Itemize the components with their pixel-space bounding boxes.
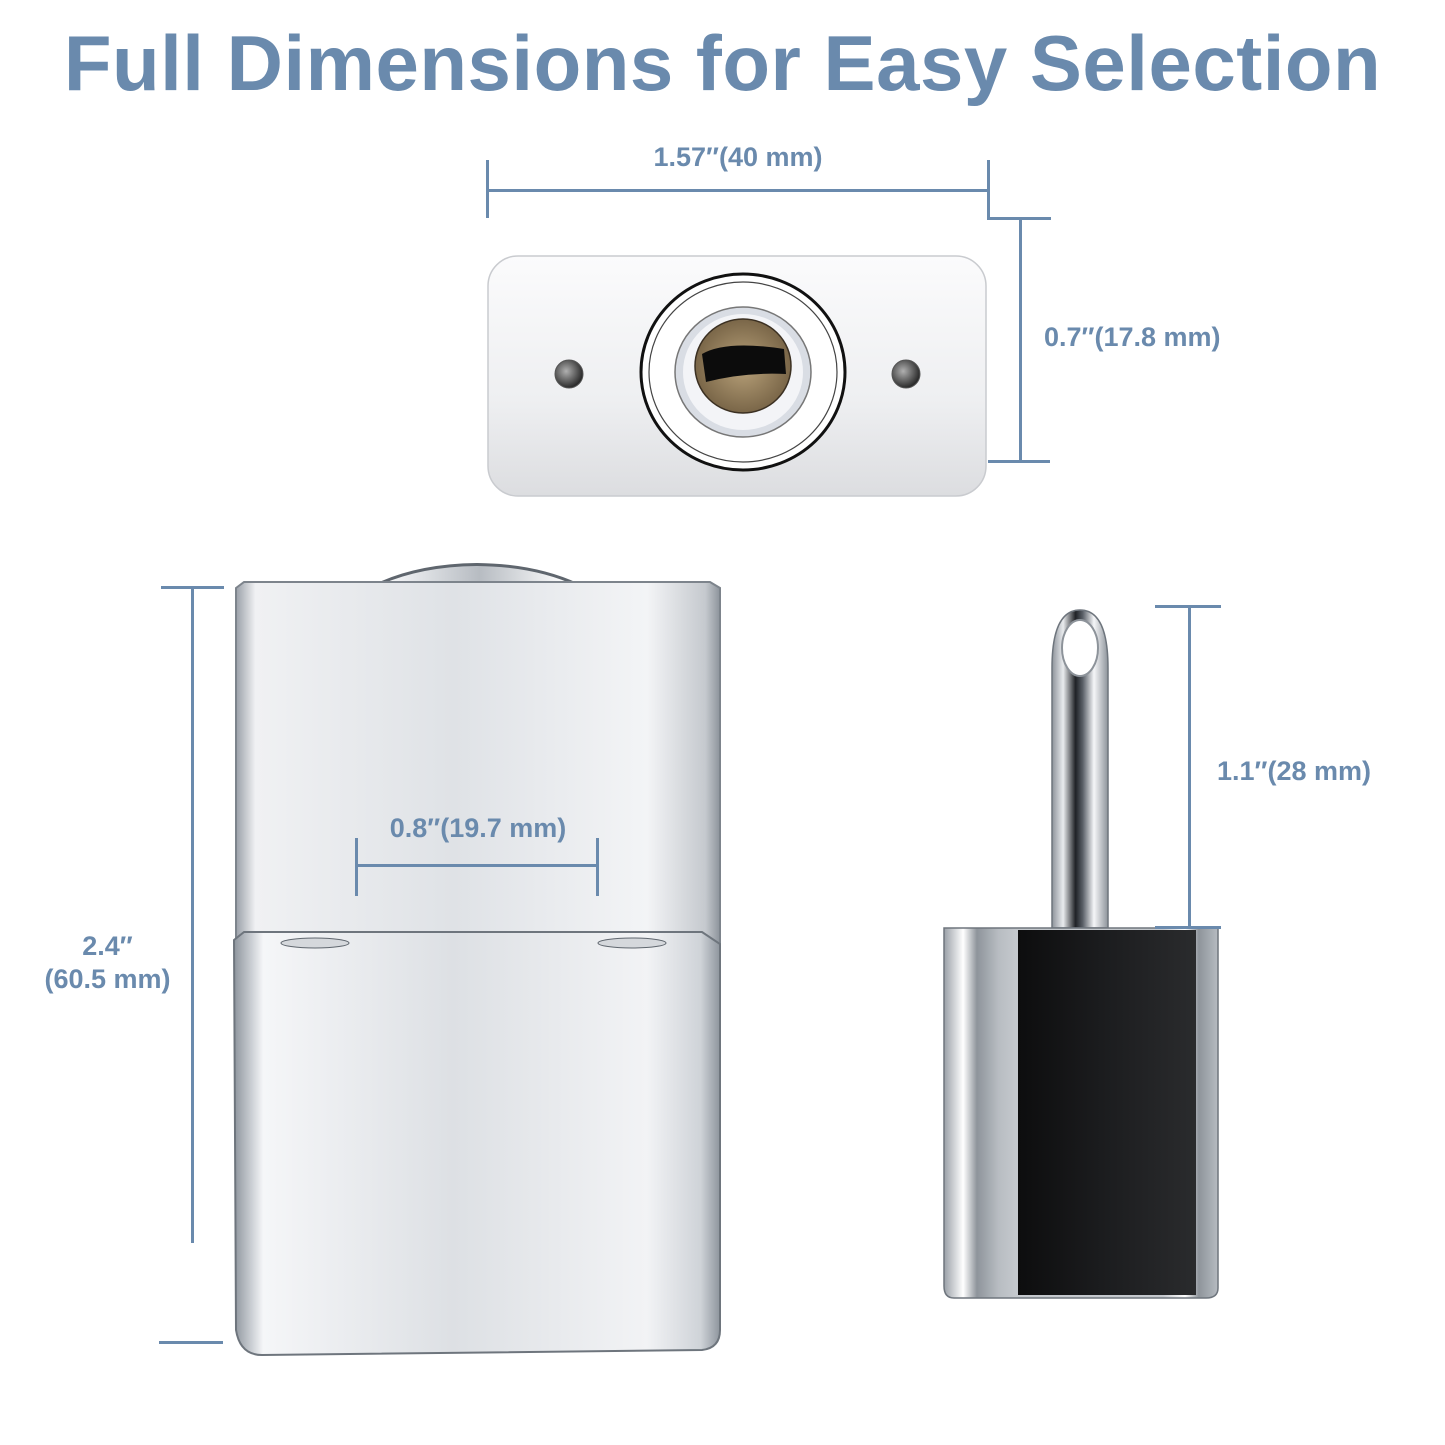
- dimension-tick: [987, 217, 1051, 220]
- dimension-tick: [988, 460, 1050, 463]
- padlock-side-illustration: [943, 609, 1219, 1299]
- page-title: Full Dimensions for Easy Selection: [63, 19, 1382, 107]
- front-height-dimension-inches: 2.4″: [82, 931, 133, 961]
- top-width-dimension-line: [486, 189, 989, 192]
- shackle-width-dimension-label: 0.8″(19.7 mm): [389, 813, 567, 843]
- dimension-tick: [1155, 926, 1221, 929]
- padlock-body-illustration: [232, 931, 721, 1357]
- keyhole-plate-illustration: [487, 255, 987, 497]
- top-depth-dimension-line: [1019, 219, 1022, 462]
- top-depth-dimension-label: 0.7″(17.8 mm): [1044, 322, 1221, 352]
- dimension-tick: [355, 838, 358, 896]
- top-width-dimension-label: 1.57″(40 mm): [653, 142, 823, 172]
- shackle-width-dimension-line: [355, 864, 598, 867]
- dimension-tick: [596, 838, 599, 896]
- dimension-tick: [159, 1341, 223, 1344]
- front-height-dimension-line: [191, 586, 194, 1243]
- side-shackle-dimension-label: 1.1″(28 mm): [1217, 756, 1371, 786]
- dimension-tick: [987, 160, 990, 220]
- front-height-dimension-mm: (60.5 mm): [44, 964, 171, 994]
- side-shackle-dimension-line: [1188, 605, 1191, 929]
- front-height-dimension-label: 2.4″ (60.5 mm): [0, 930, 215, 996]
